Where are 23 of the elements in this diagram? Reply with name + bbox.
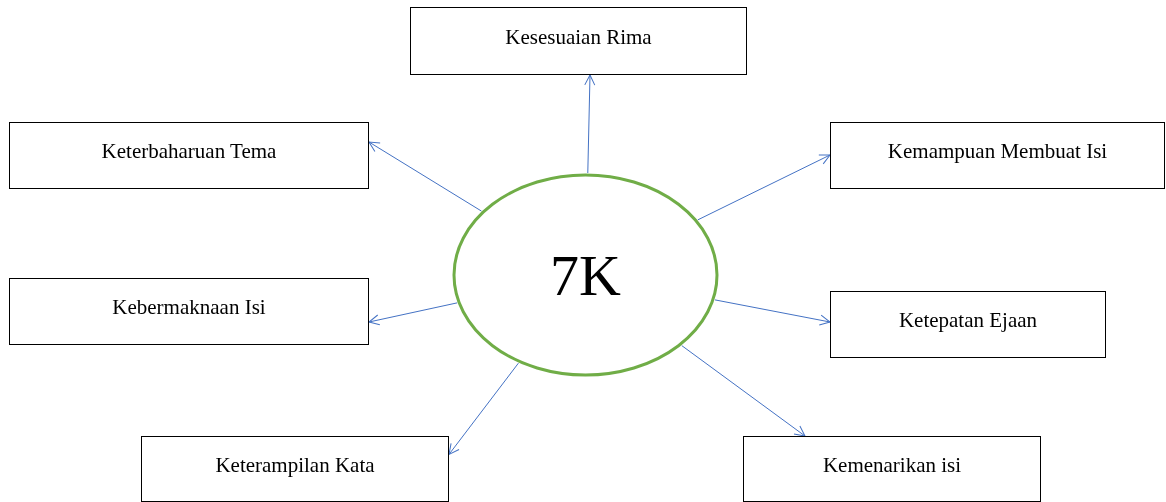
topic-box [830,291,1106,358]
topic-box [830,122,1165,189]
topic-label: Ketepatan Ejaan [898,308,1038,334]
topic-box [9,278,369,345]
topic-label: Keterbaharuan Tema [101,139,277,165]
arrow [368,141,482,212]
topic-box [410,7,747,75]
topic-label: Kebermaknaan Isi [112,295,266,321]
center-label: 7K [550,241,621,309]
topic-label: Kemenarikan isi [822,452,962,479]
arrow [697,154,831,221]
topic-box [9,122,369,189]
arrow [714,299,831,326]
topic-label: Keterampilan Kata [215,452,375,479]
center-ellipse [452,173,719,377]
topic-box [743,436,1041,502]
topic-box [141,436,449,502]
arrow [448,362,519,455]
arrow [584,74,596,174]
arrow [368,302,458,326]
topic-label: Kemampuan Membuat Isi [887,139,1108,165]
topic-label: Kesesuaian Rima [505,24,652,51]
arrow [681,345,806,437]
